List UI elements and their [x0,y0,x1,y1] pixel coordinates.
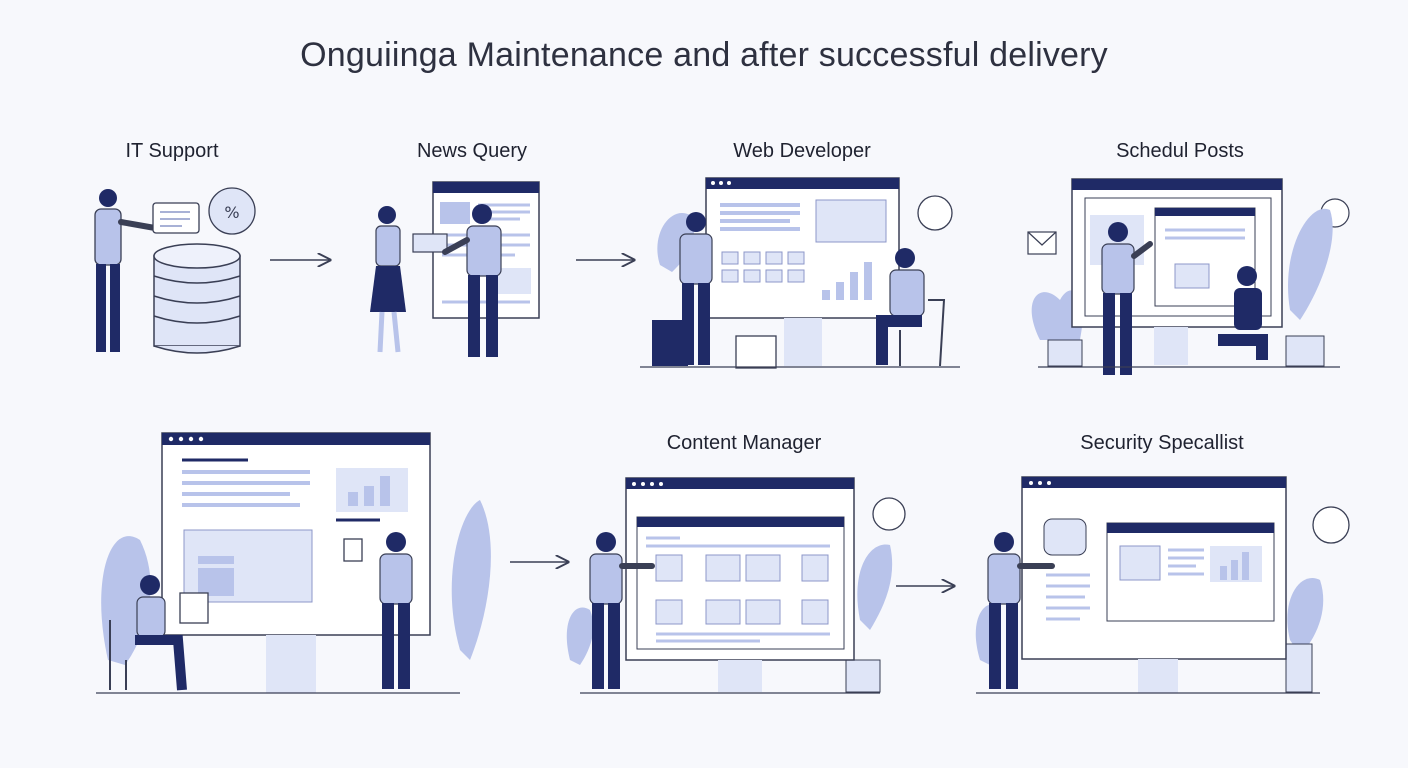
plant-icon-right [1287,578,1324,655]
phone-icon [343,538,363,562]
laptop-icon [412,233,448,253]
monitor-icon [1021,476,1287,693]
tablet-icon [179,592,209,624]
person-kneeling [1218,266,1268,360]
currency-bubble-icon [1312,506,1350,544]
envelope-icon [1027,231,1057,255]
stage-schedule-posts [1027,178,1350,375]
plant-pot-icon [1285,643,1313,693]
person-standing [679,212,713,365]
stage-label-it-support: IT Support [125,140,219,162]
help-bubble-icon [872,497,906,531]
shield-icon [1043,518,1087,556]
svg-text:%: % [224,203,239,222]
stage-label-schedule-posts: Schedul Posts [1116,140,1244,162]
person-standing [589,532,655,689]
person-woman [370,206,406,353]
plant-icon-right [451,500,491,660]
gear-bubble-icon [917,195,953,231]
monitor-icon [705,177,900,366]
stage-label-news-query: News Query [416,140,528,162]
person-standing [379,532,413,689]
monitor-icon [625,477,855,692]
database-icon [153,243,241,354]
stage-it-support: % [94,187,256,354]
percent-badge-icon: % [208,187,256,235]
stage-security-specialist [975,476,1350,694]
plant-icon-right [1288,208,1333,320]
plant-icon-right [857,544,893,630]
stage-label-web-developer: Web Developer [733,140,871,162]
person-it-support [94,189,158,352]
person-standing [1101,222,1153,375]
stage-dashboard [96,432,491,694]
person-sitting-woman [109,575,187,691]
plant-icon-left [1031,290,1083,340]
stage-content-manager [566,477,906,694]
stage-web-developer [640,177,960,369]
plant-icon-left [566,607,594,665]
stage-news-query [370,181,540,357]
stage-label-security-specialist: Security Specallist [1080,432,1244,454]
box-icon [735,335,777,369]
person-man [442,204,502,357]
person-sitting [876,248,946,367]
page-title: Onguiinga Maintenance and after successf… [300,36,1108,74]
stage-label-content-manager: Content Manager [666,432,822,454]
plant-pot-icon [845,659,881,693]
person-standing [987,532,1055,689]
chat-bubble-icon [152,202,200,234]
